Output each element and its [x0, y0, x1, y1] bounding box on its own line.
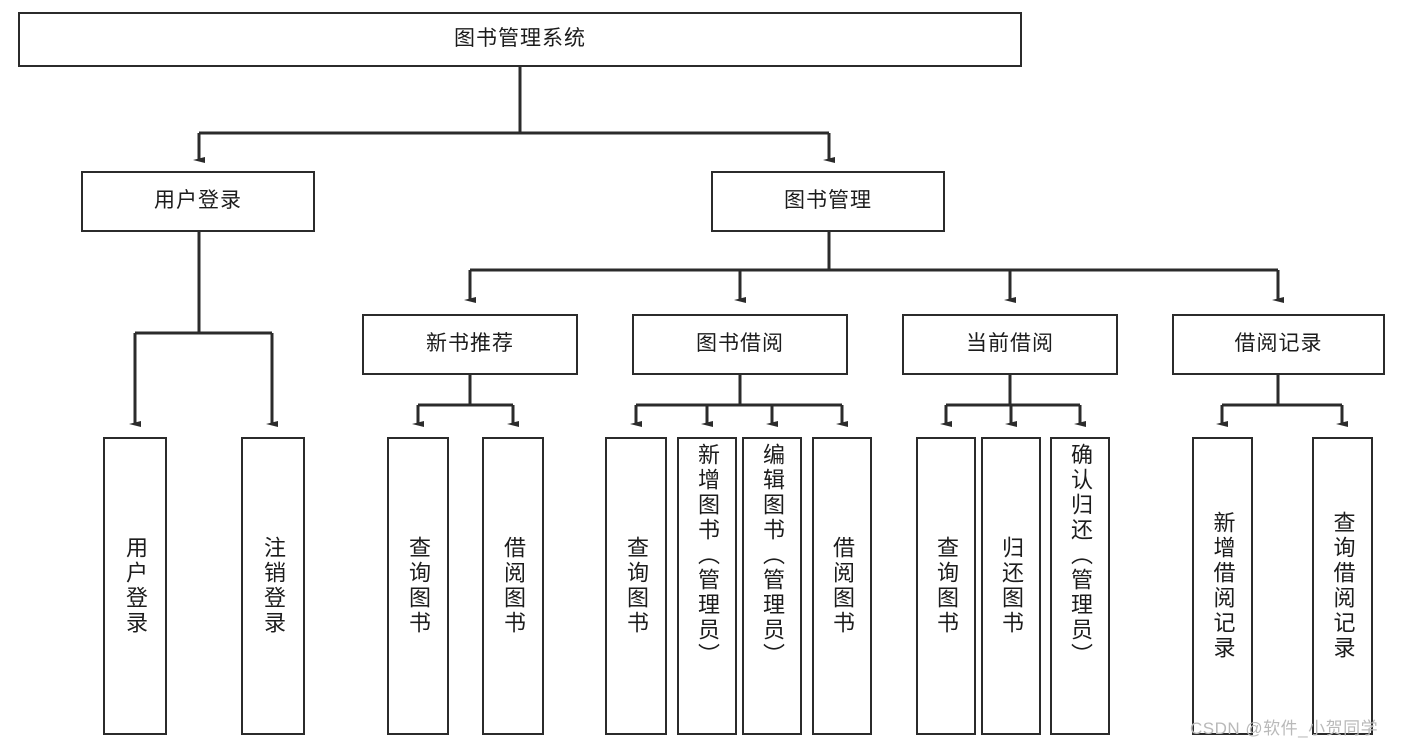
leaf-current-return-book[interactable]: 归还图书 — [981, 437, 1041, 735]
node-label: 借阅记录 — [1234, 332, 1323, 356]
leaf-recommend-borrow-book[interactable]: 借阅图书 — [482, 437, 544, 735]
leaf-logout[interactable]: 注销登录 — [241, 437, 305, 735]
node-root-system[interactable]: 图书管理系统 — [18, 12, 1022, 67]
node-label: 图书管理 — [784, 189, 872, 213]
node-current-borrow[interactable]: 当前借阅 — [902, 314, 1118, 375]
node-label: 借阅图书 — [501, 536, 526, 636]
node-label: 借阅图书 — [830, 536, 855, 636]
csdn-watermark: CSDN @软件_小贺同学 — [1190, 719, 1379, 738]
node-label: 新书推荐 — [426, 332, 514, 356]
node-label: 查询图书 — [934, 536, 959, 636]
node-label: 新增图书（管理员） — [695, 443, 720, 668]
node-label: 确认归还（管理员） — [1068, 443, 1093, 668]
leaf-current-confirm-return-admin[interactable]: 确认归还（管理员） — [1050, 437, 1110, 735]
leaf-user-login[interactable]: 用户登录 — [103, 437, 167, 735]
node-label: 当前借阅 — [966, 332, 1054, 356]
node-label: 图书管理系统 — [454, 27, 586, 51]
node-label: 用户登录 — [154, 189, 242, 213]
leaf-borrow-edit-book-admin[interactable]: 编辑图书（管理员） — [742, 437, 802, 735]
leaf-current-query-book[interactable]: 查询图书 — [916, 437, 976, 735]
node-label: 查询图书 — [406, 536, 431, 636]
node-label: 注销登录 — [261, 536, 286, 636]
leaf-borrow-query-book[interactable]: 查询图书 — [605, 437, 667, 735]
leaf-record-query-record[interactable]: 查询借阅记录 — [1312, 437, 1373, 735]
node-label: 用户登录 — [123, 536, 148, 636]
leaf-record-add-record[interactable]: 新增借阅记录 — [1192, 437, 1253, 735]
node-label: 新增借阅记录 — [1210, 511, 1236, 661]
node-label: 归还图书 — [999, 536, 1024, 636]
node-new-book-recommend[interactable]: 新书推荐 — [362, 314, 578, 375]
node-borrow-record[interactable]: 借阅记录 — [1172, 314, 1385, 375]
leaf-recommend-query-book[interactable]: 查询图书 — [387, 437, 449, 735]
leaf-borrow-add-book-admin[interactable]: 新增图书（管理员） — [677, 437, 737, 735]
node-label: 查询借阅记录 — [1330, 511, 1356, 661]
leaf-borrow-borrow-book[interactable]: 借阅图书 — [812, 437, 872, 735]
node-label: 图书借阅 — [696, 332, 784, 356]
node-book-borrow[interactable]: 图书借阅 — [632, 314, 848, 375]
node-user-login[interactable]: 用户登录 — [81, 171, 315, 232]
node-label: 编辑图书（管理员） — [760, 443, 785, 668]
node-book-management[interactable]: 图书管理 — [711, 171, 945, 232]
node-label: 查询图书 — [624, 536, 649, 636]
